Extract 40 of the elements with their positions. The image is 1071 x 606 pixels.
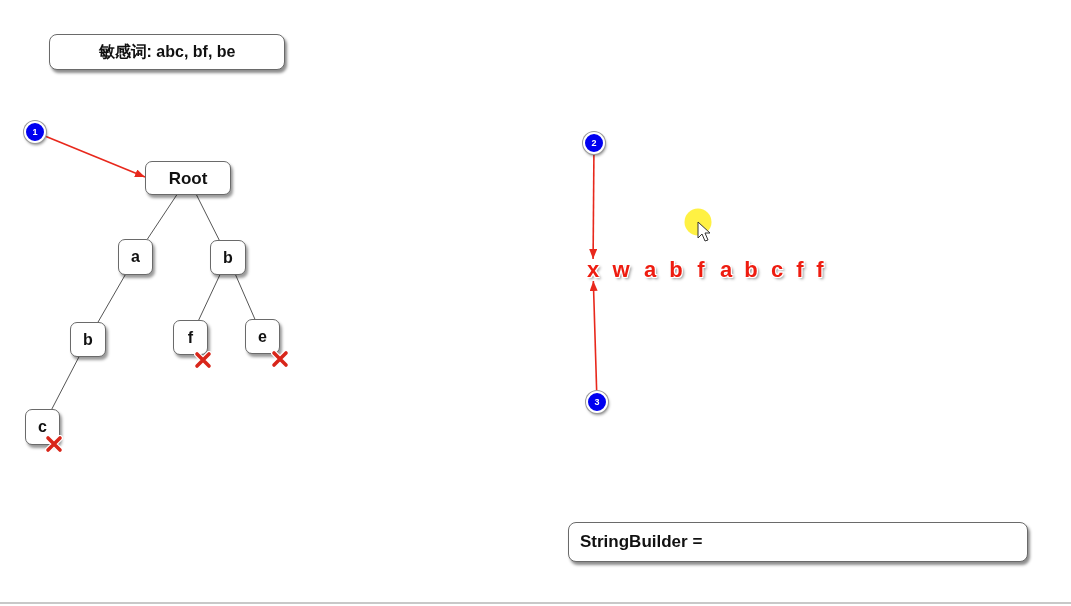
sequence-letter: b (668, 259, 684, 281)
trie-node (70, 322, 106, 357)
node-letter: f (187, 329, 194, 346)
sequence-letter: f (795, 259, 805, 281)
sequence-letter: a (642, 259, 658, 281)
node-letter: c (38, 419, 47, 435)
node-letter: e (258, 328, 267, 345)
tree-branch-line (235, 274, 256, 320)
trie-node (118, 239, 153, 275)
callout-circle (583, 132, 605, 154)
tree-branch-line (51, 356, 80, 410)
sequence-letter: f (696, 259, 706, 281)
output-box (568, 522, 1028, 562)
output-label: StringBuilder = (580, 532, 703, 552)
sequence-letter: f (815, 259, 825, 281)
callout-circle (586, 391, 608, 413)
tree-branch-line (198, 274, 221, 321)
callout-number: 1 (32, 127, 38, 137)
tree-branch-line (196, 194, 220, 241)
sequence-letter: x (583, 259, 603, 281)
tree-branch-line (146, 194, 178, 240)
sensitive-words-box (49, 34, 285, 70)
node-letter: a (131, 249, 140, 265)
sequence-letter: b (743, 259, 759, 281)
node-letter: Root (168, 169, 208, 187)
node-letter: b (223, 249, 233, 266)
tree-branch-line (97, 274, 126, 323)
callout-circle (24, 121, 46, 143)
arrow (589, 280, 598, 391)
sensitive-words-text: 敏感词: abc, bf, be (98, 41, 236, 62)
sequence-letter: a (718, 259, 734, 281)
trie-node (210, 240, 246, 275)
callout-number: 3 (594, 397, 600, 407)
arrow (589, 154, 598, 260)
arrow (45, 135, 146, 178)
callout-number: 2 (591, 138, 597, 148)
sequence-letter: c (769, 259, 785, 281)
node-letter: b (83, 331, 93, 348)
sequence-letter: w (611, 259, 631, 281)
trie-node (145, 161, 231, 195)
